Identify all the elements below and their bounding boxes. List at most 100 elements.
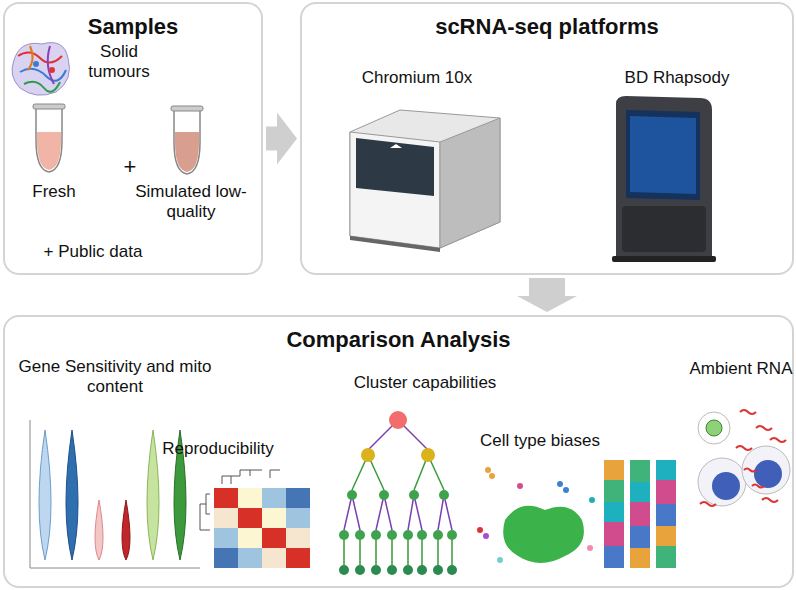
tree-node bbox=[447, 530, 457, 540]
bar-segment bbox=[630, 548, 650, 568]
tree-edge bbox=[384, 495, 392, 530]
bar-segment bbox=[630, 526, 650, 548]
tree-node bbox=[447, 565, 457, 575]
tree-node bbox=[371, 530, 381, 540]
tree-node bbox=[371, 565, 381, 575]
tree-edge bbox=[438, 495, 444, 530]
cell-dot bbox=[563, 487, 569, 493]
item-label: Cell type biases bbox=[460, 431, 620, 451]
cell-dot bbox=[485, 467, 491, 473]
bar-segment bbox=[630, 502, 650, 526]
heat-cell bbox=[238, 528, 262, 548]
panel-box: SamplesSolid tumoursFresh +Simulated low-… bbox=[3, 2, 263, 275]
heat-cell bbox=[262, 548, 286, 568]
item-label: Ambient RNA bbox=[685, 359, 796, 379]
tree-node bbox=[379, 490, 389, 500]
item-label: Reproducibility bbox=[143, 439, 293, 459]
tree-edge bbox=[376, 495, 384, 530]
tree-node bbox=[421, 448, 435, 462]
violin bbox=[39, 430, 51, 560]
cell-dot bbox=[483, 533, 489, 539]
cell-dot bbox=[557, 481, 563, 487]
bar-segment bbox=[630, 460, 650, 482]
panel-box: scRNA-seq platformsChromium 10x BD Rhapso… bbox=[300, 2, 794, 275]
heat-cell bbox=[286, 528, 310, 548]
tree-edge bbox=[414, 495, 422, 530]
tree-node bbox=[347, 490, 357, 500]
panel-title: Samples bbox=[5, 14, 261, 40]
bar-segment bbox=[604, 522, 624, 546]
tree-node bbox=[387, 565, 397, 575]
heat-cell bbox=[238, 508, 262, 528]
tree-node bbox=[355, 565, 365, 575]
cell-dot bbox=[489, 473, 495, 479]
tree-edge bbox=[352, 495, 360, 530]
item-label: BD Rhapsody bbox=[602, 68, 752, 88]
tree-node bbox=[433, 530, 443, 540]
bar-segment bbox=[656, 504, 676, 526]
cell-dot bbox=[589, 497, 595, 503]
heatmap bbox=[200, 470, 310, 568]
tree-node bbox=[389, 411, 407, 429]
violin bbox=[122, 500, 130, 560]
tree-edge bbox=[444, 495, 452, 530]
bar-segment bbox=[656, 546, 676, 568]
ambient-rna-icon bbox=[698, 410, 790, 506]
bd-rhapsody-device bbox=[612, 96, 716, 262]
heat-cell bbox=[214, 548, 238, 568]
bar-segment bbox=[604, 460, 624, 480]
cell-dot bbox=[477, 527, 483, 533]
panel-box: Comparison AnalysisGene Sensitivity and … bbox=[3, 315, 794, 588]
heat-cell bbox=[238, 548, 262, 568]
item-label: + bbox=[105, 154, 155, 180]
heat-cell bbox=[286, 488, 310, 508]
item-label: Fresh bbox=[9, 182, 99, 202]
bar-segment bbox=[656, 460, 676, 480]
tree-node bbox=[403, 565, 413, 575]
bar-segment bbox=[604, 546, 624, 568]
heat-cell bbox=[286, 548, 310, 568]
cluster-tree bbox=[339, 411, 457, 575]
bar-segment bbox=[656, 526, 676, 546]
item-label: Solid tumours bbox=[71, 42, 167, 83]
item-label: Chromium 10x bbox=[342, 68, 492, 88]
tree-node bbox=[417, 530, 427, 540]
item-label: + Public data bbox=[13, 242, 173, 262]
tree-node bbox=[433, 565, 443, 575]
violin bbox=[95, 500, 103, 560]
heat-cell bbox=[214, 528, 238, 548]
violin bbox=[66, 430, 78, 560]
panel-title: scRNA-seq platforms bbox=[302, 14, 792, 40]
tumour-icon bbox=[12, 43, 70, 96]
panel-title: Comparison Analysis bbox=[5, 327, 792, 353]
tree-edge bbox=[344, 495, 352, 530]
stacked-bars bbox=[604, 460, 676, 568]
block-arrow bbox=[266, 113, 297, 165]
tree-node bbox=[439, 490, 449, 500]
umap-scatter bbox=[477, 467, 595, 563]
tree-node bbox=[387, 530, 397, 540]
heat-cell bbox=[262, 508, 286, 528]
tree-node bbox=[339, 530, 349, 540]
bar-segment bbox=[656, 480, 676, 504]
violin bbox=[147, 430, 159, 560]
item-label: Simulated low-quality bbox=[123, 182, 259, 223]
item-label: Gene Sensitivity and mito content bbox=[17, 357, 213, 398]
heat-cell bbox=[238, 488, 262, 508]
chromium-device bbox=[350, 110, 500, 252]
tree-node bbox=[355, 530, 365, 540]
heat-cell bbox=[262, 528, 286, 548]
heat-cell bbox=[214, 508, 238, 528]
tree-node bbox=[361, 448, 375, 462]
bar-segment bbox=[604, 502, 624, 522]
tree-node bbox=[417, 565, 427, 575]
tree-edge bbox=[408, 495, 414, 530]
heat-cell bbox=[262, 488, 286, 508]
tree-node bbox=[339, 565, 349, 575]
cell-dot bbox=[517, 483, 523, 489]
bar-segment bbox=[630, 482, 650, 502]
bar-segment bbox=[604, 480, 624, 502]
block-arrow bbox=[517, 278, 577, 312]
